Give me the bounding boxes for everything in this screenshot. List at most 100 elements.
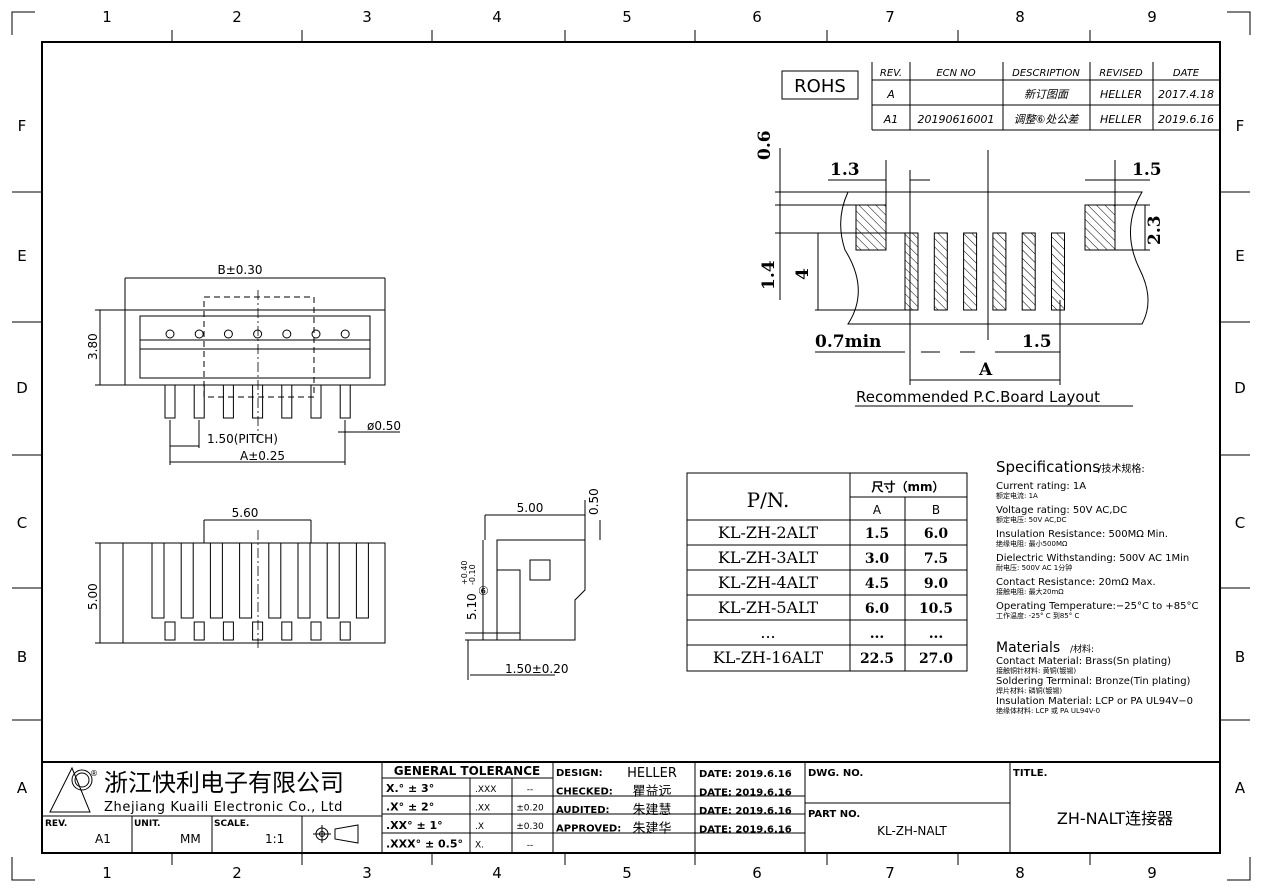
signoff-date: DATE: 2019.6.16 [699, 806, 792, 817]
rev-label: REV. [45, 819, 67, 829]
revision-header: DESCRIPTION [1012, 68, 1080, 79]
company-name-cn: 浙江快利电子有限公司 [104, 769, 344, 797]
spec-item: Voltage rating: 50V AC,DC [996, 505, 1127, 516]
grid-column-label: 5 [622, 8, 632, 26]
grid-column-label: 1 [102, 864, 112, 882]
pin-hole [340, 329, 350, 339]
grid-row-label: E [17, 247, 26, 265]
specs-title: Specifications [996, 458, 1100, 476]
spec-item-cn: 额定电流: 1A [996, 491, 1038, 500]
dim-1.5-top: 1.5 [1132, 160, 1162, 180]
revision-cell: 调整⑥处公差 [1014, 113, 1080, 126]
pcb-pad [904, 232, 919, 311]
revision-cell: 20190616001 [918, 113, 995, 126]
grid-column-label: 7 [885, 864, 895, 882]
dim-a-cell: 3.0 [865, 551, 890, 567]
pin [193, 384, 205, 419]
slot [268, 542, 282, 619]
pin-hole [253, 329, 263, 339]
pin [164, 384, 176, 419]
scale-label: SCALE. [214, 819, 249, 829]
pn-cell: KL-ZH-3ALT [718, 548, 819, 567]
dim-5.10: 5.10 [465, 593, 479, 620]
terminal [222, 621, 234, 641]
grid-row-label: C [17, 514, 27, 532]
revision-cell: 2019.6.16 [1158, 113, 1214, 126]
scale-value: 1:1 [265, 832, 284, 846]
grid-column-label: 2 [232, 8, 242, 26]
dim-b-cell: 10.5 [919, 601, 953, 617]
tolerance-value: ±0.20 [516, 804, 544, 814]
pin [281, 384, 293, 419]
material-item-cn: 接触铜针材料: 黄铜(镀锡) [996, 666, 1076, 675]
connector-side-view: 5.00 0.50 5.10 +0.40 -0.10 ⑥ 1.50±0.20 [460, 488, 601, 680]
pn-cell: KL-ZH-16ALT [713, 648, 824, 667]
slot [239, 542, 253, 619]
pin [252, 384, 264, 419]
svg-text:®: ® [90, 769, 98, 778]
spec-item: Dielectric Withstanding: 500V AC 1Min [996, 553, 1189, 564]
sheet-frame [11, 11, 1251, 881]
grid-column-label: 7 [885, 8, 895, 26]
dim-1.5-bottom: 1.5 [1022, 332, 1052, 352]
dim-b-cell: 6.0 [924, 526, 949, 542]
revision-header: ECN NO [936, 68, 975, 79]
dim-b-cell: 9.0 [924, 576, 949, 592]
tolerance-title: GENERAL TOLERANCE [394, 764, 540, 778]
grid-column-label: 4 [492, 8, 502, 26]
dim-5.00-side: 5.00 [517, 501, 544, 515]
tolerance-angle: .XXX° ± 0.5° [386, 838, 463, 851]
revision-cell: A1 [883, 113, 899, 126]
revision-cell: HELLER [1100, 88, 1142, 101]
grid-column-label: 3 [362, 864, 372, 882]
company-logo-icon: ® [49, 766, 98, 813]
terminal [281, 621, 293, 641]
rev-value: A1 [95, 832, 111, 846]
rohs-box [781, 70, 859, 100]
revision-cell: 新订图面 [1024, 88, 1070, 101]
grid-row-label: B [17, 648, 27, 666]
signoff-date: DATE: 2019.6.16 [699, 788, 792, 799]
dim-1.50: 1.50±0.20 [505, 662, 569, 676]
pin [222, 384, 234, 419]
spec-item: Current rating: 1A [996, 481, 1086, 492]
signoff-role: CHECKED: [556, 787, 613, 798]
dim-a-cell: 22.5 [860, 651, 894, 667]
tolerance-angle: .XX° ± 1° [386, 819, 443, 832]
specs-title-cn: /技术规格: [1098, 462, 1145, 475]
pn-cell: KL-ZH-5ALT [718, 598, 819, 617]
dim-header: 尺寸（mm） [871, 479, 944, 494]
dim-b-cell: 7.5 [924, 551, 948, 567]
connector-top-view: B±0.30 3.80 1.50(PITCH) A±0.25 ø0.50 [86, 263, 401, 465]
spec-item: Operating Temperature:−25°C to +85°C [996, 601, 1198, 612]
signoff-role: APPROVED: [556, 824, 621, 835]
slot [180, 542, 194, 619]
grid-column-label: 9 [1147, 8, 1157, 26]
grid-column-label: 6 [752, 864, 762, 882]
grid-row-label: A [17, 779, 28, 797]
spec-item-cn: 接触电阻: 最大20mΩ [996, 587, 1064, 596]
rohs-label: ROHS [794, 76, 846, 97]
spec-item: Contact Resistance: 20mΩ Max. [996, 577, 1156, 588]
pcb-pad [992, 232, 1007, 311]
dim-a-tol: A±0.25 [240, 449, 285, 463]
pin-hole [223, 329, 233, 339]
signoff-role: AUDITED: [556, 805, 610, 816]
dim-1.4: 1.4 [759, 260, 779, 290]
slot [209, 542, 223, 619]
tol-down: -0.10 [468, 564, 477, 585]
unit-value: MM [180, 832, 201, 846]
tolerance-value: ±0.30 [516, 822, 544, 832]
dim-a-cell: 4.5 [865, 576, 889, 592]
slot [151, 542, 165, 619]
col-b-header: B [932, 503, 940, 517]
part-no-label: PART NO. [808, 809, 860, 820]
projection-symbol-icon [313, 824, 359, 844]
tolerance-decimal: X. [475, 841, 484, 851]
col-a-header: A [873, 503, 882, 517]
grid-column-label: 2 [232, 864, 242, 882]
grid-row-label: E [1235, 247, 1244, 265]
